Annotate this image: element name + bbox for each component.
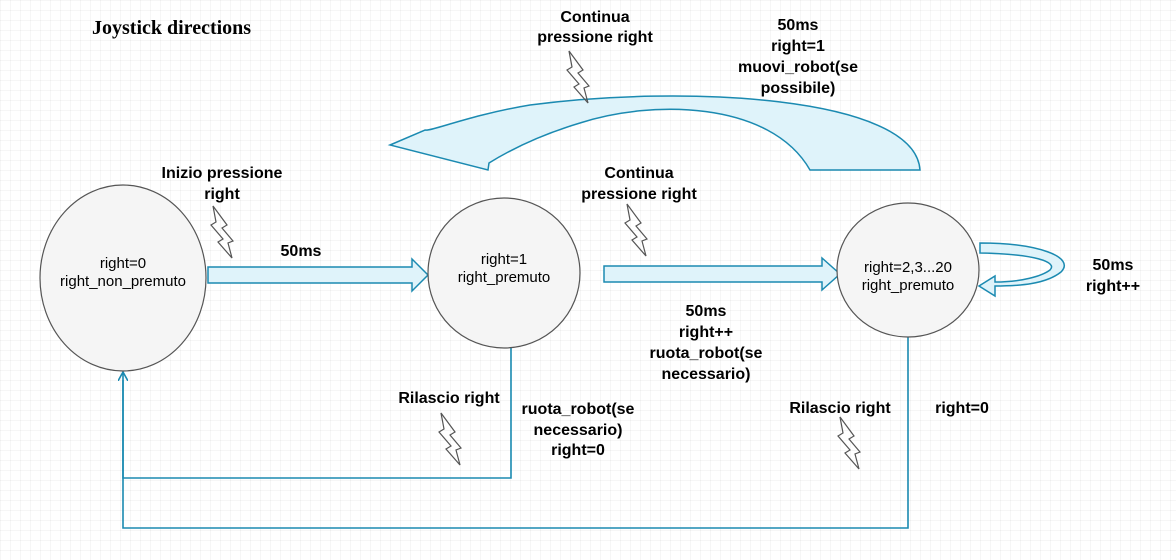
label-50ms-increment: necessario) <box>662 366 751 383</box>
label-continue-press-mid: pressione right <box>581 186 697 203</box>
transition-arrow-continue <box>603 256 842 292</box>
label-continue-press-top: pressione right <box>537 29 653 46</box>
label-back-action: muovi_robot(se <box>738 59 858 76</box>
label-50ms: 50ms <box>281 243 322 260</box>
state-right-0: right=0 right_non_premuto <box>39 184 207 372</box>
label-back-action: possibile) <box>761 80 836 97</box>
state-label: right=1 <box>481 251 527 268</box>
label-release-a-action: right=0 <box>551 442 605 459</box>
label-self-loop: 50ms <box>1093 257 1134 274</box>
lightning-icon <box>624 203 648 257</box>
label-release-a: Rilascio right <box>398 390 500 407</box>
lightning-icon <box>438 412 462 466</box>
label-release-b-action: right=0 <box>935 400 989 417</box>
label-start-press: Inizio pressione <box>162 165 283 182</box>
label-back-action: right=1 <box>771 38 825 55</box>
lightning-icon <box>837 416 861 470</box>
label-release-a-action: ruota_robot(se <box>522 401 635 418</box>
label-50ms-increment: ruota_robot(se <box>650 345 763 362</box>
label-continue-press-mid: Continua <box>604 165 673 182</box>
lightning-icon <box>566 50 590 104</box>
state-right-1: right=1 right_premuto <box>427 197 581 349</box>
lightning-icon <box>210 205 234 259</box>
release-line-state2 <box>122 337 909 529</box>
diagram-title: Joystick directions <box>92 17 251 39</box>
release-line-state1 <box>123 348 512 479</box>
transition-arrow-50ms <box>207 257 430 293</box>
state-label: right=2,3...20 <box>864 259 952 276</box>
label-release-b: Rilascio right <box>789 400 891 417</box>
label-50ms-increment: 50ms <box>686 303 727 320</box>
label-start-press: right <box>204 186 240 203</box>
state-label: right=0 <box>100 255 146 272</box>
label-self-loop: right++ <box>1086 278 1140 295</box>
label-back-action: 50ms <box>778 17 819 34</box>
self-loop-arrow <box>977 242 1065 298</box>
label-release-a-action: necessario) <box>534 422 623 439</box>
state-right-2-20: right=2,3...20 right_premuto <box>836 202 980 338</box>
state-label: right_premuto <box>862 277 955 294</box>
back-curved-arrow <box>387 95 921 171</box>
label-continue-press-top: Continua <box>560 9 629 26</box>
state-label: right_non_premuto <box>60 273 186 290</box>
state-label: right_premuto <box>458 269 551 286</box>
label-50ms-increment: right++ <box>679 324 733 341</box>
